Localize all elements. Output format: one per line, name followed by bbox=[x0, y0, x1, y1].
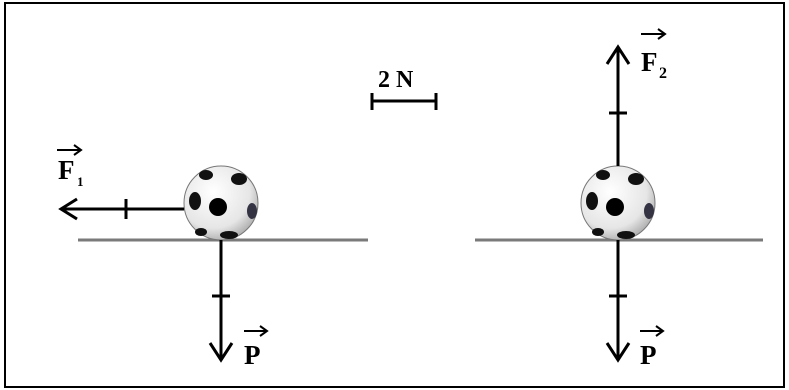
label-f1-subscript: 1 bbox=[77, 174, 84, 189]
force-arrow-f1 bbox=[58, 197, 184, 221]
label-p-left-symbol: P bbox=[244, 340, 261, 370]
force-arrow-p-right bbox=[605, 240, 631, 363]
label-f1-symbol: F bbox=[58, 155, 75, 185]
frame-border bbox=[4, 2, 785, 388]
right-scene: F 2 P bbox=[475, 28, 763, 370]
label-p-right-symbol: P bbox=[640, 340, 657, 370]
label-f2-subscript: 2 bbox=[659, 65, 667, 82]
force-arrow-p-left bbox=[208, 240, 234, 363]
soccer-ball-left bbox=[183, 165, 259, 241]
label-f1: F 1 bbox=[57, 144, 84, 189]
soccer-ball-right bbox=[580, 165, 656, 241]
label-f2-symbol: F bbox=[641, 47, 658, 77]
label-p-right: P bbox=[640, 325, 665, 370]
label-f2: F 2 bbox=[641, 28, 667, 82]
label-p-left: P bbox=[244, 325, 269, 370]
scale-bar: 2 N bbox=[370, 67, 438, 110]
force-arrow-f2 bbox=[605, 44, 631, 166]
scale-label: 2 N bbox=[378, 67, 414, 93]
left-scene: F 1 P bbox=[57, 144, 368, 370]
